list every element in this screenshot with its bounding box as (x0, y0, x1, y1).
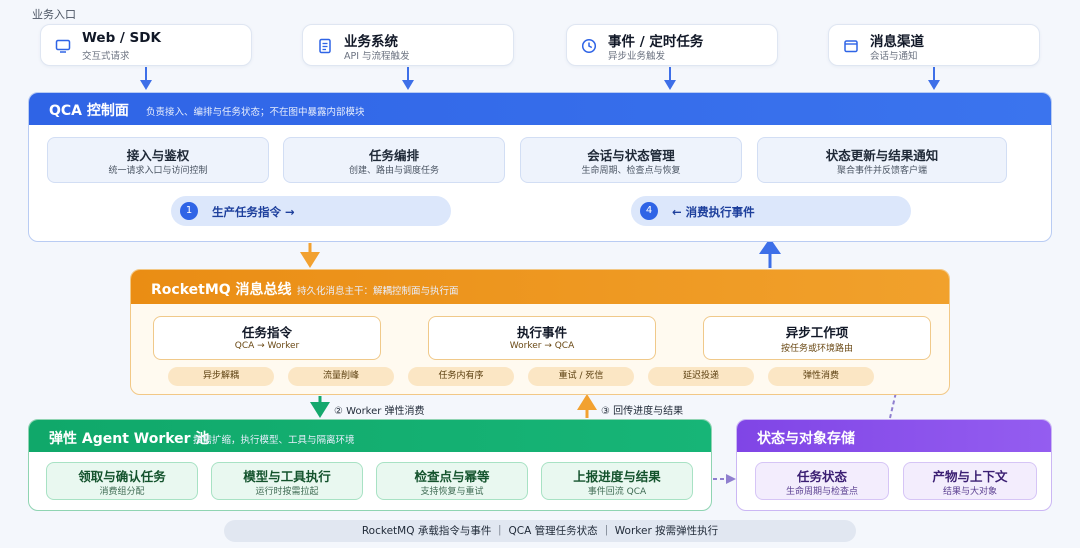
card-subtitle: 消费组分配 (99, 487, 145, 497)
feature-tag: 任务内有序 (408, 367, 514, 386)
card-subtitle: 按任务或环境路由 (780, 344, 853, 354)
storage-card-artifacts: 产物与上下文 结果与大对象 (903, 462, 1037, 500)
card-subtitle: 支持恢复与重试 (420, 487, 484, 497)
feature-tag: 重试 / 死信 (528, 367, 634, 386)
step-number-badge: 4 (640, 202, 658, 220)
rocketmq-title: RocketMQ 消息总线 (151, 282, 292, 298)
feature-tag: 弹性消费 (768, 367, 874, 386)
card-subtitle: 结果与大对象 (942, 487, 997, 497)
rocketmq-header: RocketMQ 消息总线 持久化消息主干：解耦控制面与执行面 (131, 270, 949, 304)
entry-title: 事件 / 定时任务 (608, 34, 704, 50)
storage-title: 状态与对象存储 (757, 431, 855, 447)
agent-header: 弹性 Agent Worker 池 按需扩缩，执行模型、工具与隔离环境 (29, 420, 711, 452)
card-title: 产物与上下文 (932, 469, 1008, 484)
card-title: 任务状态 (796, 469, 847, 484)
flow-label: 生产任务指令 → (212, 205, 295, 219)
rocketmq-subtitle: 持久化消息主干：解耦控制面与执行面 (297, 286, 459, 297)
inbox-icon (844, 40, 858, 53)
entry-subtitle: 会话与通知 (870, 51, 918, 62)
agent-card-model-tools: 模型与工具执行 运行时按需拉起 (211, 462, 363, 500)
qca-card-session-state: 会话与状态管理 生命周期、检查点与恢复 (520, 137, 742, 183)
entry-section-label: 业务入口 (32, 8, 76, 21)
rocketmq-card-async-work: 异步工作项 按任务或环境路由 (703, 316, 931, 360)
card-subtitle: QCA → Worker (234, 341, 300, 351)
entry-subtitle: 异步业务触发 (608, 51, 666, 62)
card-title: 模型与工具执行 (243, 469, 331, 484)
card-title: 状态更新与结果通知 (825, 148, 939, 163)
card-subtitle: 聚合事件并反馈客户端 (836, 166, 927, 176)
card-title: 任务编排 (368, 148, 419, 163)
storage-header: 状态与对象存储 (737, 420, 1051, 452)
flow-label: ← 消费执行事件 (672, 205, 755, 219)
feature-tag: 流量削峰 (288, 367, 394, 386)
document-icon (319, 38, 331, 54)
entry-title: 消息渠道 (870, 34, 924, 50)
rocketmq-card-exec-event: 执行事件 Worker → QCA (428, 316, 656, 360)
card-title: 会话与状态管理 (587, 148, 675, 163)
entry-events-timers: 事件 / 定时任务 异步业务触发 (566, 24, 778, 66)
monitor-icon (55, 39, 71, 53)
card-subtitle: 事件回流 QCA (587, 487, 647, 497)
storage-card-task-state: 任务状态 生命周期与检查点 (755, 462, 889, 500)
footer-summary: RocketMQ 承载指令与事件 ｜ QCA 管理任务状态 ｜ Worker 按… (224, 520, 856, 542)
card-subtitle: 生命周期、检查点与恢复 (581, 166, 681, 176)
card-title: 接入与鉴权 (126, 148, 190, 163)
entry-message-channel: 消息渠道 会话与通知 (828, 24, 1040, 66)
rocketmq-message-bus: RocketMQ 消息总线 持久化消息主干：解耦控制面与执行面 任务指令 QCA… (130, 269, 950, 395)
card-title: 检查点与幂等 (414, 469, 490, 484)
agent-card-report: 上报进度与结果 事件回流 QCA (541, 462, 693, 500)
card-subtitle: 创建、路由与调度任务 (348, 166, 439, 176)
card-title: 异步工作项 (785, 325, 849, 340)
qca-card-status-notify: 状态更新与结果通知 聚合事件并反馈客户端 (757, 137, 1007, 183)
feature-tag: 延迟投递 (648, 367, 754, 386)
card-subtitle: 运行时按需拉起 (255, 487, 319, 497)
entry-subtitle: 交互式请求 (82, 51, 130, 62)
qca-card-access-auth: 接入与鉴权 统一请求入口与访问控制 (47, 137, 269, 183)
rocketmq-card-task-command: 任务指令 QCA → Worker (153, 316, 381, 360)
feature-tag: 异步解耦 (168, 367, 274, 386)
state-object-storage: 状态与对象存储 任务状态 生命周期与检查点 产物与上下文 结果与大对象 (736, 419, 1052, 511)
entry-subtitle: API 与流程触发 (344, 51, 410, 62)
flow-label-consume: ② Worker 弹性消费 (334, 406, 425, 417)
entry-web-sdk: Web / SDK 交互式请求 (40, 24, 252, 66)
flow-label-report: ③ 回传进度与结果 (601, 406, 684, 417)
card-subtitle: 生命周期与检查点 (785, 487, 858, 497)
agent-subtitle: 按需扩缩，执行模型、工具与隔离环境 (193, 435, 355, 446)
agent-worker-pool: 弹性 Agent Worker 池 按需扩缩，执行模型、工具与隔离环境 领取与确… (28, 419, 712, 511)
agent-card-checkpoint: 检查点与幂等 支持恢复与重试 (376, 462, 528, 500)
card-title: 任务指令 (241, 325, 292, 340)
flow-produce-command: 1 生产任务指令 → (171, 196, 451, 226)
card-subtitle: 统一请求入口与访问控制 (108, 166, 208, 176)
clock-icon (581, 38, 597, 54)
qca-card-orchestration: 任务编排 创建、路由与调度任务 (283, 137, 505, 183)
flow-consume-events: 4 ← 消费执行事件 (631, 196, 911, 226)
entry-title: Web / SDK (82, 30, 161, 46)
entry-title: 业务系统 (344, 34, 398, 50)
qca-header: QCA 控制面 负责接入、编排与任务状态；不在图中暴露内部模块 (29, 93, 1051, 125)
agent-title: 弹性 Agent Worker 池 (49, 431, 210, 447)
card-title: 上报进度与结果 (573, 469, 661, 484)
card-subtitle: Worker → QCA (509, 341, 575, 351)
step-number-badge: 1 (180, 202, 198, 220)
qca-title: QCA 控制面 (49, 103, 129, 119)
agent-card-claim-task: 领取与确认任务 消费组分配 (46, 462, 198, 500)
card-title: 执行事件 (516, 325, 567, 340)
card-title: 领取与确认任务 (78, 469, 166, 484)
qca-control-plane: QCA 控制面 负责接入、编排与任务状态；不在图中暴露内部模块 接入与鉴权 统一… (28, 92, 1052, 242)
entry-business-system: 业务系统 API 与流程触发 (302, 24, 514, 66)
qca-subtitle: 负责接入、编排与任务状态；不在图中暴露内部模块 (146, 107, 365, 118)
